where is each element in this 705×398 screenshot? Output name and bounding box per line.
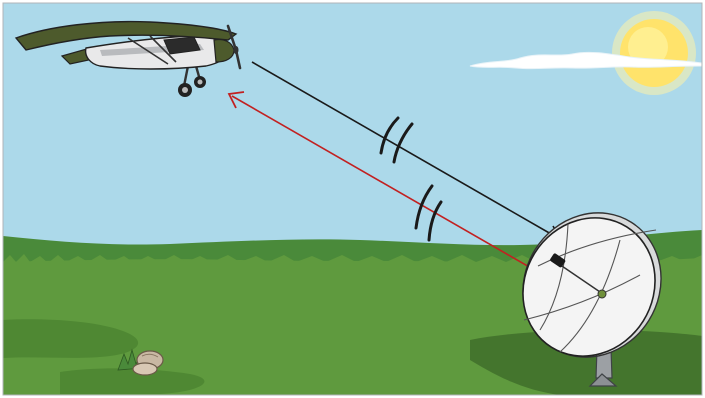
sun-icon <box>612 11 696 95</box>
